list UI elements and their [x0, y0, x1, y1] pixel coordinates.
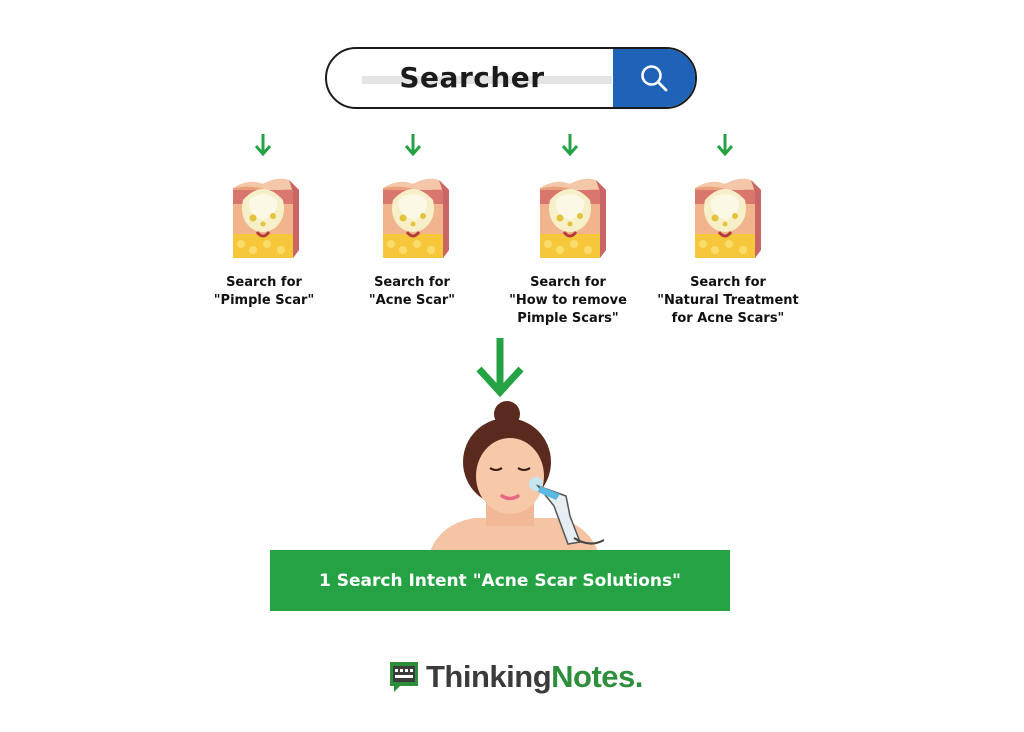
search-text: Searcher	[399, 61, 545, 94]
query-label-pimple-scar: Search for"Pimple Scar"	[213, 275, 315, 308]
arrow-down-icon	[561, 134, 579, 157]
woman-facial-treatment-illustration	[430, 401, 605, 552]
thinkingnotes-logo: ThinkingNotes.	[388, 654, 643, 700]
acne-skin-icon	[233, 178, 299, 258]
logo-text-thinking: Thinking	[426, 659, 552, 694]
arrow-down-icon	[716, 134, 734, 157]
acne-skin-icon	[534, 170, 608, 260]
acne-skin-icon	[689, 170, 763, 260]
search-button[interactable]	[613, 49, 695, 107]
arrow-down-icon	[404, 134, 422, 157]
search-icon	[641, 65, 668, 92]
arrow-down-large-icon	[476, 338, 524, 398]
search-intent-banner: 1 Search Intent "Acne Scar Solutions"	[270, 550, 730, 611]
acne-skin-icon	[377, 170, 451, 260]
search-bar[interactable]: Searcher	[325, 47, 697, 109]
arrow-down-icon	[254, 134, 272, 157]
chat-keyboard-icon	[390, 662, 418, 692]
search-placeholder-bar	[362, 76, 612, 84]
logo-text-notes: Notes.	[551, 659, 643, 694]
query-label-acne-scar: Search for"Acne Scar"	[368, 275, 456, 308]
